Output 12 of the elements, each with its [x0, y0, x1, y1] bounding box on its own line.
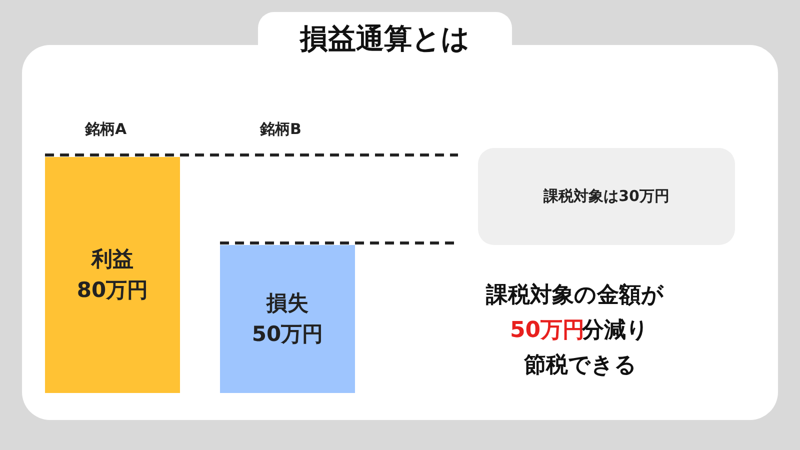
bar-text: 課税対象は30万円 — [544, 186, 670, 208]
bar-text: 80万円 — [76, 277, 148, 304]
stock-label: 銘柄B — [260, 120, 302, 139]
bar-text: 50万円 — [252, 321, 324, 348]
summary-text: 節税できる — [524, 352, 637, 380]
loss-bar — [220, 245, 355, 393]
summary-text: 課税対象の金額が — [486, 282, 664, 310]
summary-text: 分減り — [582, 317, 649, 345]
bar-text: 損失 — [266, 290, 308, 316]
stock-label: 銘柄A — [85, 120, 127, 139]
bar-text: 利益 — [92, 246, 134, 272]
profit-bar — [45, 157, 180, 393]
